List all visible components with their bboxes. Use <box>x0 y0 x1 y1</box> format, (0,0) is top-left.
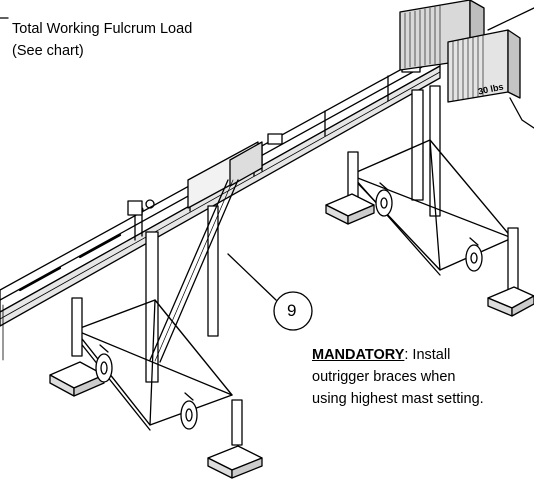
mandatory-line3: using highest mast setting. <box>312 391 484 407</box>
mandatory-heading: MANDATORY <box>312 347 405 363</box>
mandatory-line1: : Install <box>404 347 451 363</box>
callout-circle <box>273 291 313 331</box>
callout-number-9: 9 <box>287 301 297 320</box>
fulcrum-load-note: (See chart) <box>12 43 84 59</box>
rear-mast-assembly <box>325 85 534 317</box>
mandatory-line2: outrigger braces when <box>312 369 456 385</box>
mandatory-note: MANDATORY: Install outrigger braces when… <box>312 344 484 410</box>
fulcrum-load-title: Total Working Fulcrum Load <box>12 21 193 37</box>
main-beam <box>0 47 441 327</box>
counterweight-stack <box>399 0 534 129</box>
callout-9-leader <box>227 253 277 301</box>
front-mast-assembly <box>49 179 263 479</box>
fulcrum-load-label: Total Working Fulcrum Load (See chart) <box>12 18 192 62</box>
